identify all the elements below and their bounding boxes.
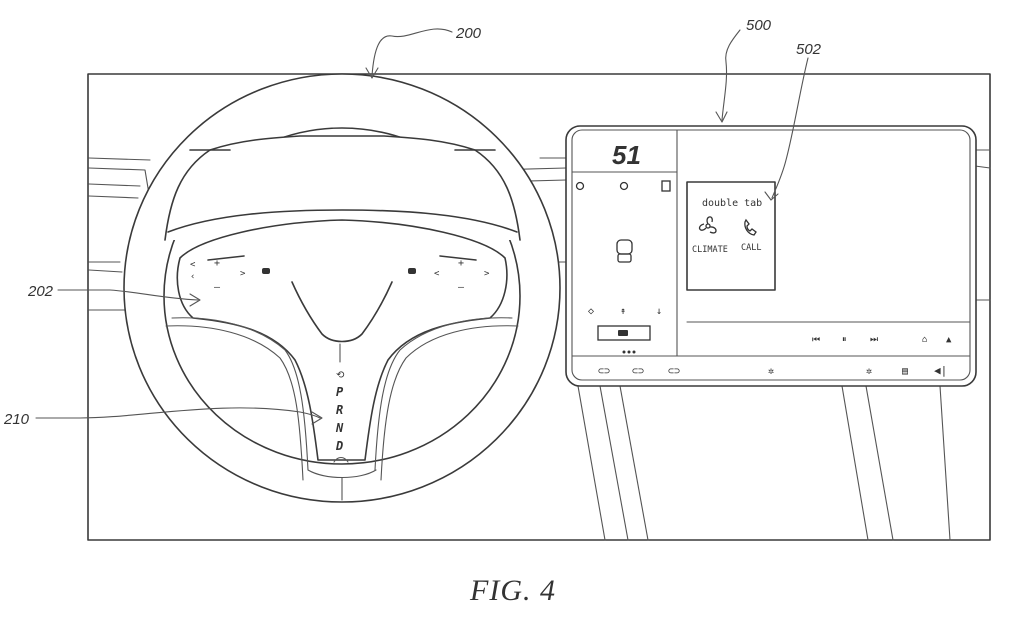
left-panel-button[interactable]: [597, 325, 651, 341]
fan-icon[interactable]: [698, 216, 717, 234]
svg-text:✲: ✲: [768, 366, 774, 377]
call-label: CALL: [741, 243, 761, 253]
center-display: 51 ◇ ↟ ↓ ⊂⊃ ⊂⊃ ⊂⊃ ✲ ✲ ▤ ◀| ⏮ ⏸ ⏭: [565, 125, 977, 387]
gear-letter-r: R: [336, 403, 343, 417]
wheel-controls-right[interactable]: < + > –: [408, 255, 490, 293]
ref-210: 210: [3, 411, 30, 428]
gear-selector[interactable]: ⟲ P R N D: [333, 343, 349, 463]
bottom-bar: ⊂⊃ ⊂⊃ ⊂⊃ ✲ ✲ ▤ ◀|: [598, 364, 947, 377]
next-track-icon[interactable]: ⏭: [870, 335, 878, 345]
popup-title: double tab: [702, 198, 762, 209]
phone-icon[interactable]: [744, 218, 757, 236]
svg-text:↓: ↓: [656, 306, 662, 317]
figure-caption: FIG. 4: [469, 574, 556, 607]
figure-frame: [87, 73, 991, 541]
prev-track-icon[interactable]: ⏮: [812, 335, 820, 345]
svg-text:⟲: ⟲: [336, 370, 345, 381]
media-controls: ⏮ ⏸ ⏭ ⌂ ▲: [812, 335, 952, 345]
speed-readout: 51: [612, 140, 641, 170]
steering-wheel: [123, 73, 561, 503]
gear-letter-p: P: [336, 385, 344, 399]
ref-500: 500: [746, 17, 772, 34]
wheel-controls-left[interactable]: < + > – ‹: [190, 255, 270, 293]
svg-text:>: >: [484, 269, 490, 279]
svg-text:>: >: [240, 269, 246, 279]
pause-icon[interactable]: ⏸: [842, 335, 847, 345]
svg-text:⌂: ⌂: [922, 335, 927, 345]
svg-text:<: <: [190, 260, 196, 270]
svg-text:▲: ▲: [946, 335, 952, 345]
svg-text:+: +: [214, 258, 220, 269]
climate-label: CLIMATE: [692, 245, 728, 255]
svg-text:‹: ‹: [190, 272, 195, 282]
svg-text:⊂⊃: ⊂⊃: [632, 366, 644, 377]
svg-text:⊂⊃: ⊂⊃: [598, 366, 610, 377]
svg-text:⊂⊃: ⊂⊃: [668, 366, 680, 377]
gear-letter-n: N: [335, 421, 344, 435]
svg-text:↟: ↟: [620, 306, 626, 317]
double-tap-popup[interactable]: double tab CLIMATE CALL: [686, 181, 776, 291]
svg-text:▤: ▤: [902, 366, 908, 377]
car-model-icon: [616, 239, 633, 263]
svg-text:◀|: ◀|: [934, 364, 947, 377]
leader-lines: [35, 28, 809, 425]
gear-letter-d: D: [335, 439, 343, 453]
svg-text:✲: ✲: [866, 366, 872, 377]
svg-text:<: <: [434, 269, 440, 279]
ref-200: 200: [455, 25, 482, 42]
ref-202: 202: [27, 283, 54, 300]
svg-text:–: –: [458, 282, 465, 293]
svg-text:+: +: [458, 258, 464, 269]
svg-text:◇: ◇: [588, 306, 594, 317]
ref-502: 502: [796, 41, 822, 58]
svg-text:–: –: [214, 282, 221, 293]
